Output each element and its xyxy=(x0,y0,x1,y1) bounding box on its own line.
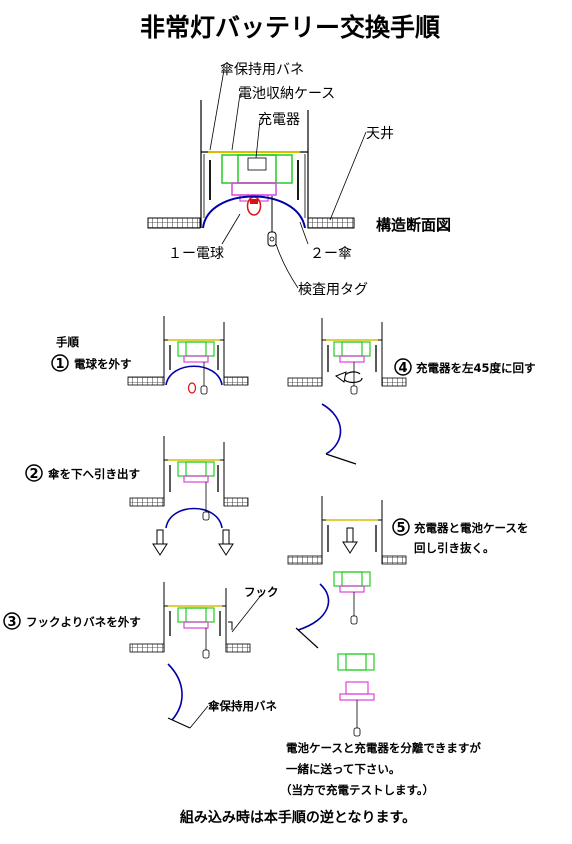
label-charger: 充電器 xyxy=(258,112,300,128)
step-5-text: 充電器と電池ケースを xyxy=(414,521,528,535)
note-line-2: 一緒に送って下さい。 xyxy=(286,762,400,776)
procedure-heading: 手順 xyxy=(56,335,79,349)
step-2-number: 2 xyxy=(29,467,38,482)
footer-text: 組み込み時は本手順の逆となります。 xyxy=(180,809,416,826)
charger xyxy=(231,182,277,196)
label-ceiling: 天井 xyxy=(366,126,394,142)
step-4: 4 充電器を左45度に回す xyxy=(287,318,536,465)
separated-parts xyxy=(337,653,375,737)
step-4-text: 充電器を左45度に回す xyxy=(416,361,536,375)
pull-down-arrow-right xyxy=(218,529,234,556)
note-line-3: （当方で充電テストします。） xyxy=(280,783,434,797)
rotate-left-arrow xyxy=(343,371,363,384)
step-1-number: 1 xyxy=(55,357,64,372)
step-3-number: 3 xyxy=(7,615,16,630)
step-4-number: 4 xyxy=(398,361,407,376)
hook xyxy=(228,621,233,630)
ceiling-slab-left xyxy=(147,217,201,229)
step-5-number: 5 xyxy=(396,521,405,536)
battery-case xyxy=(221,154,293,184)
pull-down-arrow-left xyxy=(152,529,168,556)
test-tag xyxy=(267,231,277,247)
umbrella-dome xyxy=(202,195,306,229)
step-2-badge xyxy=(25,464,43,482)
label-battery-case: 電池収納ケース xyxy=(238,86,335,102)
label-spring: 傘保持用バネ xyxy=(220,62,304,78)
label-umbrella: ２ー傘 xyxy=(310,246,352,262)
step-4-badge xyxy=(394,358,412,376)
step-5: 5 充電器と電池ケースを 回し引き抜く。 xyxy=(287,496,528,649)
page-title: 非常灯バッテリー交換手順 xyxy=(140,13,441,42)
separated-charger xyxy=(345,681,369,695)
step-5-badge xyxy=(392,518,410,536)
step-5-text-2: 回し引き抜く。 xyxy=(414,541,495,555)
step-2-text: 傘を下へ引き出す xyxy=(48,467,140,481)
hook-label: フック xyxy=(244,585,279,599)
step-1-badge xyxy=(51,354,69,372)
structure-cross-section: 傘保持用バネ 電池収納ケース 充電器 天井 １ー電球 ２ー傘 検査用タグ 構造断… xyxy=(147,62,451,298)
structure-section-label: 構造断面図 xyxy=(376,216,451,234)
step-1-text: 電球を外す xyxy=(74,357,132,371)
label-test-tag: 検査用タグ xyxy=(298,282,368,298)
note-line-1: 電池ケースと充電器を分離できますが xyxy=(286,741,481,755)
step-3-badge xyxy=(3,612,21,630)
step-3-text: フックよりバネを外す xyxy=(26,615,141,629)
separated-battery-case xyxy=(337,653,375,671)
label-bulb: １ー電球 xyxy=(168,246,224,262)
spring-label: 傘保持用バネ xyxy=(208,699,277,713)
ceiling-slab-right xyxy=(307,217,355,229)
step-1: 1 電球を外す xyxy=(51,316,249,395)
step-3: 3 フックよりバネを外す フック 傘保持用バネ xyxy=(3,582,279,729)
step-2: 2 傘を下へ引き出す xyxy=(25,436,249,556)
